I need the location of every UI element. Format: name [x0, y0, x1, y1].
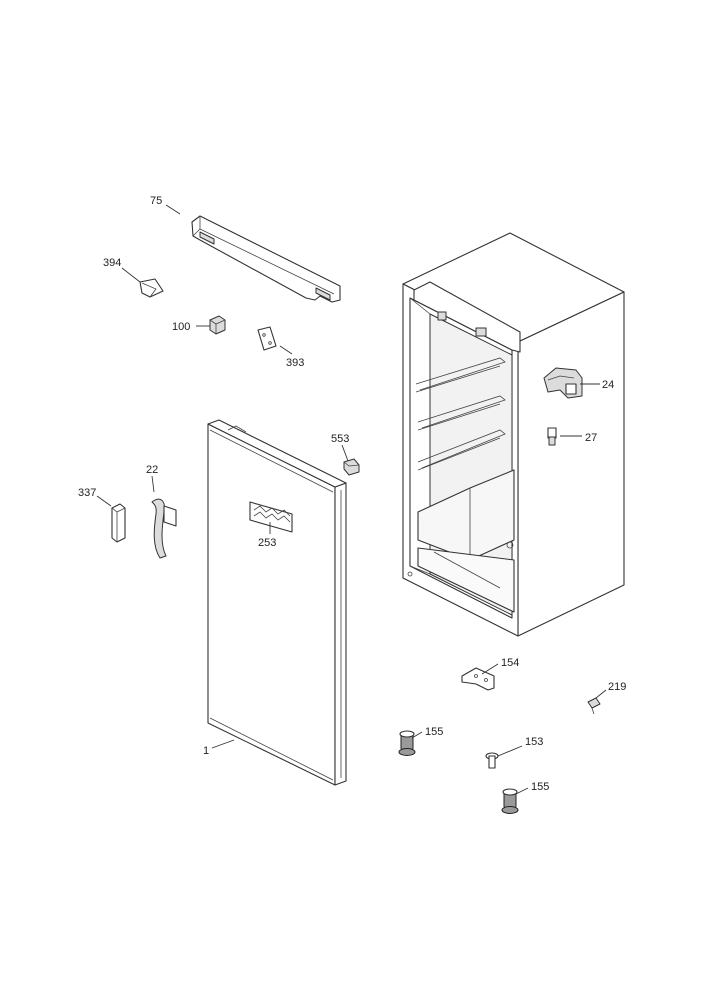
callout-75: 75: [150, 195, 162, 207]
leader-lines: [96, 204, 607, 795]
part-394-bracket: [139, 278, 164, 298]
callout-155-left: 155: [425, 726, 443, 738]
part-393-plate: [257, 326, 277, 351]
part-100-switch: [209, 315, 226, 335]
callout-553: 553: [331, 433, 349, 445]
callout-154: 154: [501, 657, 519, 669]
callout-219: 219: [608, 681, 626, 693]
part-22-handle: [151, 498, 177, 559]
callout-253: 253: [258, 537, 276, 549]
callout-153: 153: [525, 736, 543, 748]
callout-393: 393: [286, 357, 304, 369]
callout-394: 394: [103, 257, 121, 269]
part-155-foot-left: [398, 730, 416, 756]
part-253-badge: [249, 501, 293, 533]
part-75-top-cover: [191, 215, 341, 303]
callout-155-right: 155: [531, 781, 549, 793]
callout-labels: 75 394 100 393 553 22 337 253 1 24 27 15…: [78, 195, 626, 793]
callout-100: 100: [172, 321, 190, 333]
part-153-pin: [485, 752, 499, 769]
callout-22: 22: [146, 464, 158, 476]
callout-1: 1: [203, 745, 209, 757]
part-154-bottom-hinge: [461, 667, 495, 691]
part-1-door: [207, 419, 347, 786]
callout-337: 337: [78, 487, 96, 499]
part-337-cap: [111, 503, 126, 543]
callout-27: 27: [585, 432, 597, 444]
part-27-pin: [547, 427, 557, 446]
part-155-foot-right: [501, 788, 519, 814]
part-553-clip: [343, 458, 360, 476]
part-24-hinge: [543, 367, 583, 399]
part-219-screw: [587, 697, 601, 715]
callout-24: 24: [602, 379, 614, 391]
